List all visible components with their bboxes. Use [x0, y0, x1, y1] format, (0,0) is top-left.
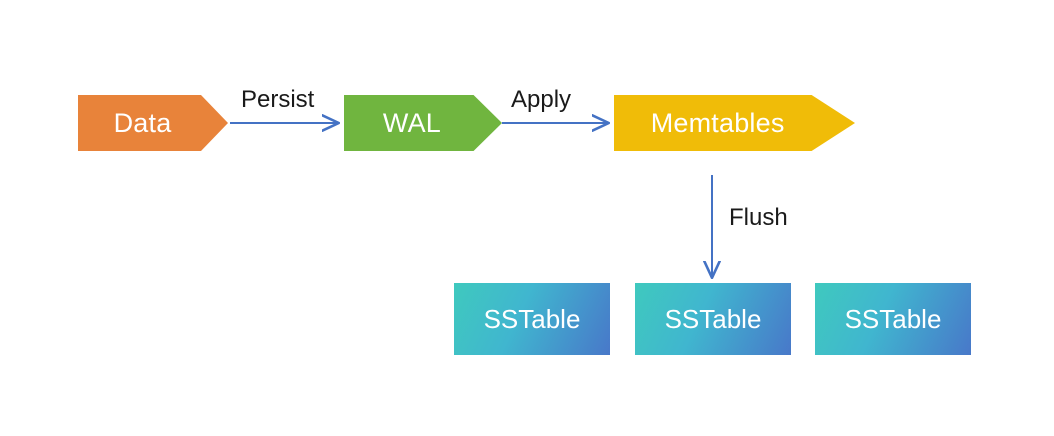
node-wal[interactable]: WAL: [344, 95, 502, 151]
edge-label-flush: Flush: [729, 204, 788, 231]
node-sstable-1[interactable]: SSTable: [635, 283, 791, 355]
node-data-label: Data: [113, 107, 172, 138]
node-sstable-0[interactable]: SSTable: [454, 283, 610, 355]
node-memtables[interactable]: Memtables: [614, 95, 855, 151]
node-sstable-1-label: SSTable: [664, 303, 762, 334]
node-memtables-label: Memtables: [650, 107, 785, 138]
edge-label-apply: Apply: [511, 86, 572, 113]
node-sstable-2-label: SSTable: [844, 303, 942, 334]
node-wal-label: WAL: [382, 107, 441, 138]
node-sstable-2[interactable]: SSTable: [815, 283, 971, 355]
node-data[interactable]: Data: [78, 95, 228, 151]
node-sstable-0-label: SSTable: [483, 303, 581, 334]
edge-label-persist: Persist: [241, 86, 315, 113]
